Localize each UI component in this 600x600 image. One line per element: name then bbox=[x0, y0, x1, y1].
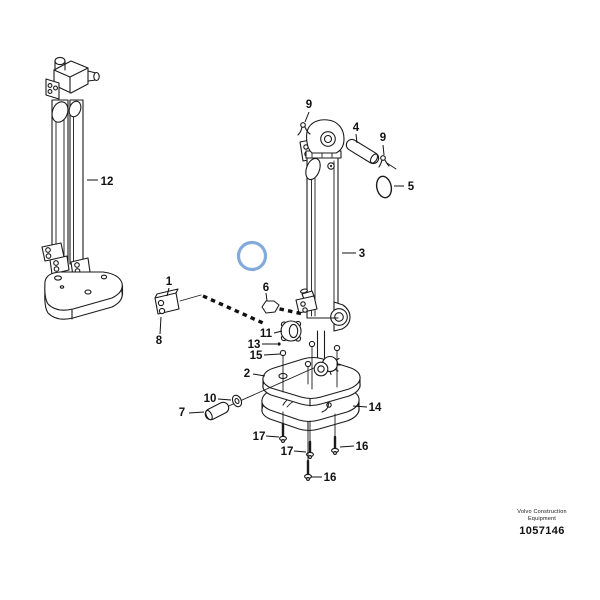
annotation-circle bbox=[236, 240, 268, 272]
callout-8: 8 bbox=[156, 316, 163, 347]
title-block: Volvo Construction Equipment 1057146 bbox=[494, 509, 590, 537]
callout-16-upper: 16 bbox=[339, 441, 369, 453]
svg-text:12: 12 bbox=[101, 176, 114, 188]
hose-routing bbox=[154, 288, 304, 325]
plate-screws bbox=[279, 340, 341, 393]
cotter-pin-top bbox=[297, 122, 311, 136]
callout-15: 15 bbox=[250, 350, 281, 362]
pin-4 bbox=[345, 138, 380, 165]
callout-9-right: 9 bbox=[380, 132, 386, 156]
screw-15 bbox=[279, 349, 287, 357]
callout-7: 7 bbox=[179, 407, 205, 419]
svg-text:13: 13 bbox=[248, 339, 261, 351]
svg-text:7: 7 bbox=[179, 407, 185, 419]
pin-and-washer bbox=[204, 366, 317, 421]
svg-text:4: 4 bbox=[353, 122, 360, 134]
brand-line-1: Volvo Construction bbox=[517, 509, 567, 515]
drawing-part-number: 1057146 bbox=[519, 525, 565, 537]
cotter-pin-right bbox=[378, 155, 397, 170]
callout-1: 1 bbox=[166, 276, 173, 297]
svg-text:11: 11 bbox=[260, 328, 273, 340]
callout-16-lower: 16 bbox=[311, 472, 336, 484]
callout-5: 5 bbox=[394, 181, 415, 193]
nipple-13 bbox=[277, 342, 281, 346]
bolt-17-upper bbox=[279, 411, 287, 443]
jack-cylinder bbox=[280, 119, 351, 359]
svg-text:10: 10 bbox=[204, 393, 217, 405]
rod-eye bbox=[313, 355, 342, 377]
washer-10 bbox=[231, 394, 243, 408]
svg-text:2: 2 bbox=[244, 368, 250, 380]
callout-12: 12 bbox=[87, 176, 113, 188]
callout-13: 13 bbox=[248, 339, 277, 351]
callout-17-lower: 17 bbox=[281, 446, 307, 458]
svg-text:8: 8 bbox=[156, 335, 163, 347]
svg-text:17: 17 bbox=[281, 446, 294, 458]
brand-line-2: Equipment bbox=[527, 516, 557, 522]
callout-3: 3 bbox=[342, 248, 365, 260]
hose-cap bbox=[261, 300, 280, 314]
callout-2: 2 bbox=[244, 368, 266, 380]
svg-text:16: 16 bbox=[324, 472, 337, 484]
svg-text:6: 6 bbox=[263, 282, 269, 294]
support-leg-assembly bbox=[41, 56, 124, 320]
plug-5 bbox=[375, 175, 393, 199]
svg-text:9: 9 bbox=[380, 132, 386, 144]
callout-14: 14 bbox=[352, 402, 382, 414]
callout-17-upper: 17 bbox=[253, 431, 280, 443]
svg-text:16: 16 bbox=[356, 441, 369, 453]
callout-11: 11 bbox=[260, 328, 283, 340]
leg-foot-plate bbox=[44, 271, 123, 311]
trunnion-cap bbox=[280, 320, 302, 342]
svg-text:1: 1 bbox=[166, 276, 173, 288]
callout-6: 6 bbox=[263, 282, 269, 302]
callout-9-top: 9 bbox=[304, 99, 312, 123]
callout-4: 4 bbox=[353, 122, 360, 144]
svg-text:17: 17 bbox=[253, 431, 266, 443]
svg-text:15: 15 bbox=[250, 350, 263, 362]
svg-text:14: 14 bbox=[369, 402, 382, 414]
callout-10: 10 bbox=[204, 393, 232, 405]
svg-text:5: 5 bbox=[408, 181, 415, 193]
svg-text:3: 3 bbox=[359, 248, 365, 260]
bolt-16-upper bbox=[331, 413, 339, 455]
callouts: 12 9 4 9 5 3 1 6 bbox=[87, 99, 415, 484]
svg-text:9: 9 bbox=[306, 99, 312, 111]
